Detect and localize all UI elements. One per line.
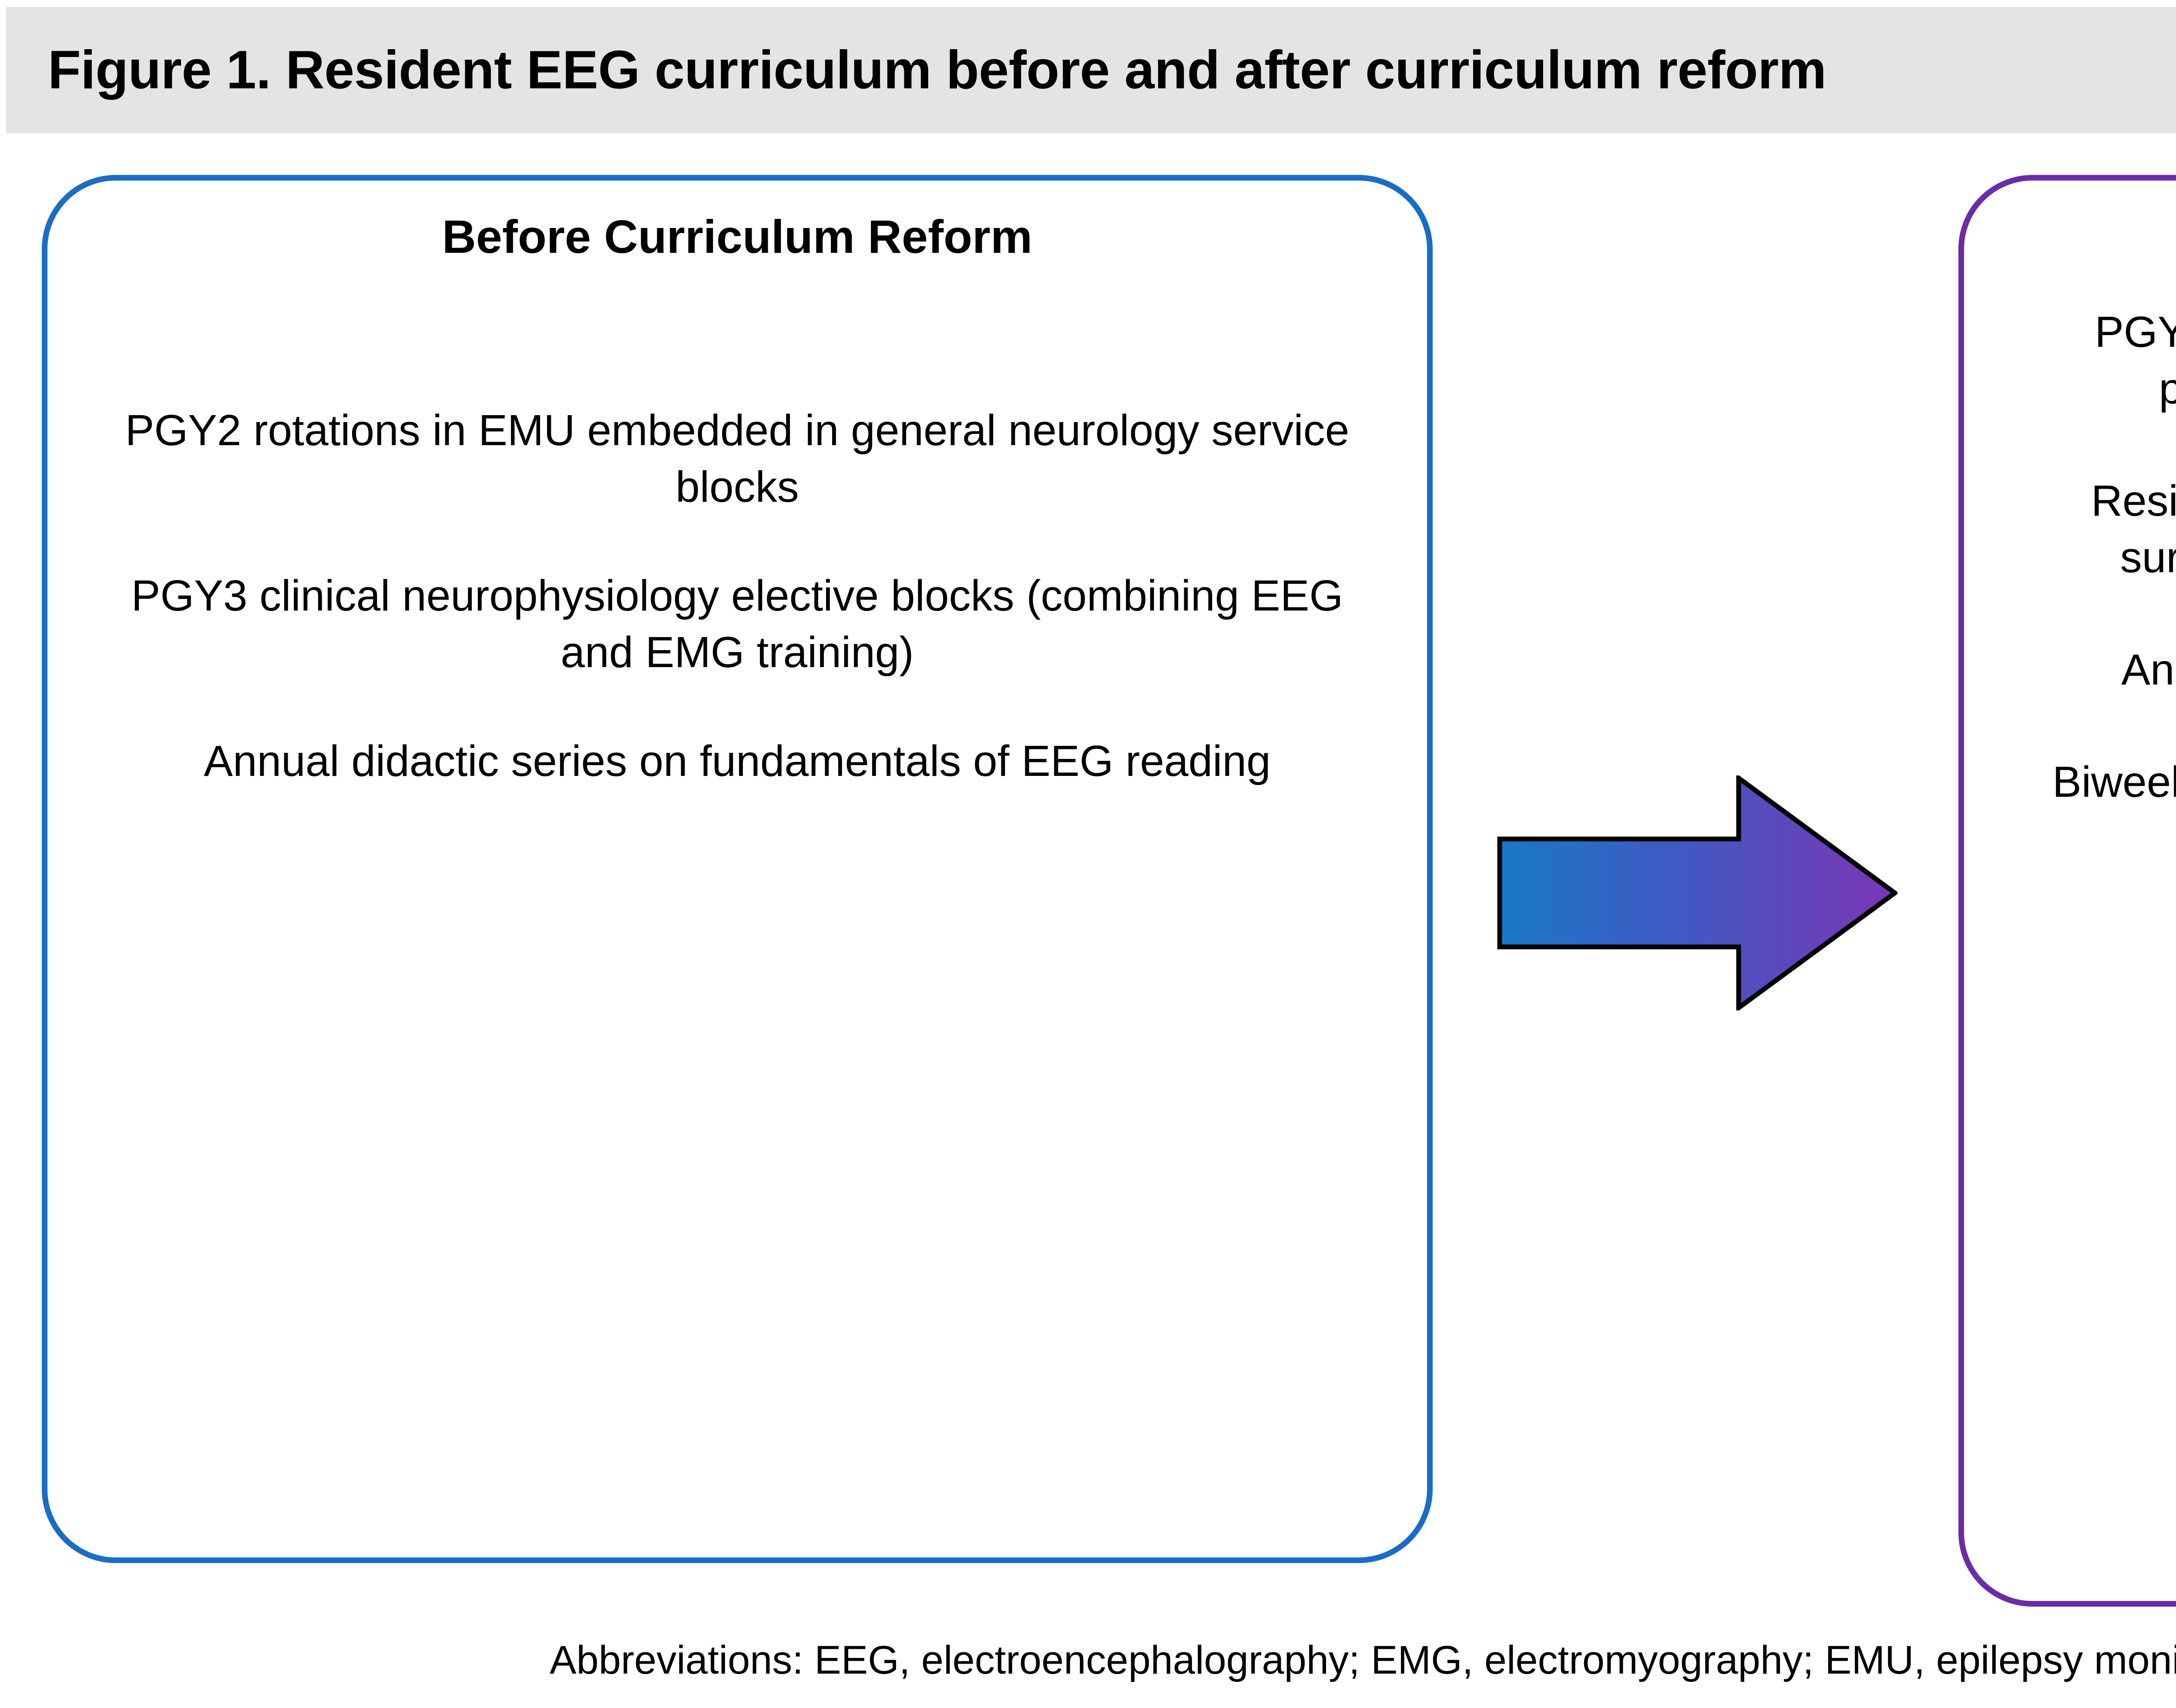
list-item: Biweekly didactic sessions to review ins… — [2052, 757, 2176, 806]
panel-before-curriculum-reform: Before Curriculum Reform PGY2 rotations … — [42, 175, 1433, 1563]
right-arrow-icon — [1497, 773, 1899, 1013]
panel-after-item-list: PGY2 and PGY4 dedicated EMU service bloc… — [1964, 304, 2176, 867]
list-item: Annual didactic series on fundamentals o… — [2121, 645, 2176, 694]
figure-title: Figure 1. Resident EEG curriculum before… — [48, 40, 1827, 100]
figure-title-bar: Figure 1. Resident EEG curriculum before… — [6, 7, 2176, 133]
panel-after-curriculum-reform: After Curriculum Reform PGY2 and PGY4 de… — [1958, 175, 2176, 1607]
panel-before-title: Before Curriculum Reform — [442, 210, 1033, 263]
list-item: PGY2 rotations in EMU embedded in genera… — [125, 406, 1350, 511]
transition-arrow — [1497, 773, 1899, 1013]
panel-before-item-list: PGY2 rotations in EMU embedded in genera… — [47, 402, 1427, 789]
list-item: Annual didactic series on fundamentals o… — [204, 736, 1271, 785]
list-item: Resident participations in epilepsy fell… — [2091, 476, 2176, 582]
list-item: PGY2 and PGY4 dedicated EMU service bloc… — [2095, 307, 2176, 413]
list-item: PGY3 clinical neurophysiology elective b… — [131, 571, 1343, 677]
abbreviations-footnote: Abbreviations: EEG, electroencephalograp… — [549, 1638, 2176, 1682]
